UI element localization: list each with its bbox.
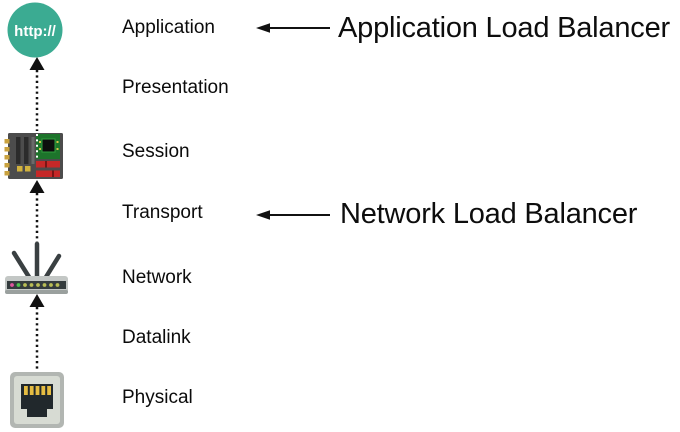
led: [55, 283, 60, 287]
led: [49, 283, 53, 287]
http-globe-icon: http://: [7, 2, 63, 58]
osi-stack-icon-column: http://: [4, 2, 68, 428]
application-load-balancer-label: Application Load Balancer: [338, 12, 670, 44]
http-label: http://: [14, 23, 56, 40]
osi-layer-transport: Transport: [122, 202, 203, 223]
led: [29, 283, 34, 287]
network-load-balancer-label: Network Load Balancer: [340, 198, 638, 230]
led: [42, 283, 47, 287]
led: [36, 283, 40, 287]
osi-layer-session: Session: [122, 141, 190, 162]
up-arrowhead-icon: [29, 180, 45, 193]
left-arrowhead-icon: [256, 23, 270, 33]
router-antennas: [11, 241, 62, 280]
http-circle: [7, 2, 63, 58]
motherboard-icon: [4, 133, 63, 179]
left-arrowhead-icon: [256, 210, 270, 220]
osi-layer-physical: Physical: [122, 387, 193, 408]
up-arrowhead-icon: [29, 57, 45, 70]
wireless-router-icon: [5, 241, 68, 294]
led: [16, 283, 21, 287]
ethernet-port-icon: [10, 372, 64, 428]
alb-pointer-arrow: [256, 23, 330, 33]
led: [23, 283, 27, 287]
osi-layer-presentation: Presentation: [122, 77, 229, 98]
osi-layer-datalink: Datalink: [122, 327, 191, 348]
nlb-pointer-arrow: [256, 210, 330, 220]
osi-layer-application: Application: [122, 17, 215, 38]
up-arrowhead-icon: [29, 294, 45, 307]
led: [10, 283, 14, 287]
dotted-arrow-connectors: [29, 57, 45, 371]
osi-layer-network: Network: [122, 267, 192, 288]
